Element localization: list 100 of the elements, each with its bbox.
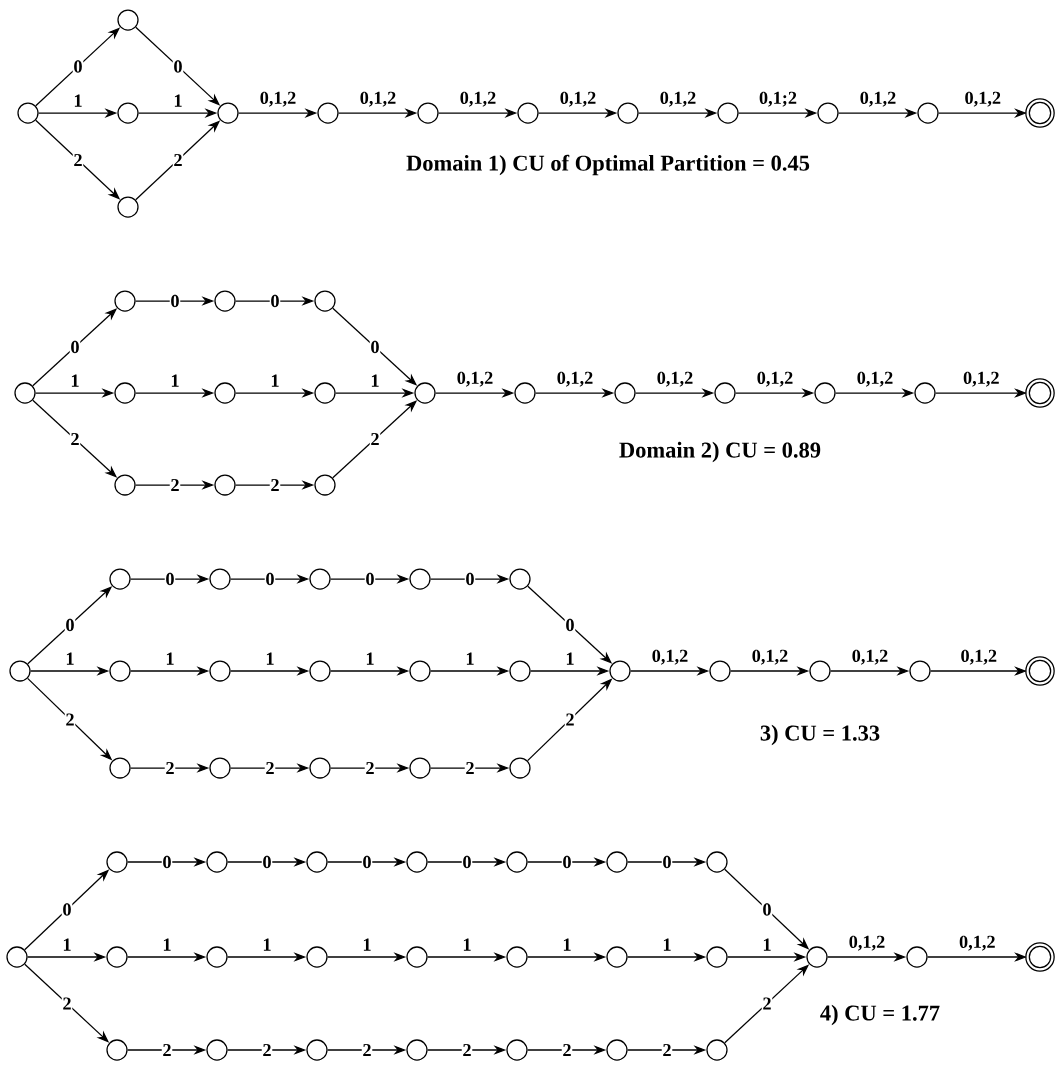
- edge-label: 1: [363, 938, 371, 951]
- state-circle: [506, 946, 528, 968]
- state-circle: [209, 660, 231, 682]
- state-circle: [314, 290, 336, 312]
- state-circle: [509, 568, 531, 590]
- edge-label: 2: [663, 1043, 671, 1057]
- state-circle: [517, 102, 539, 124]
- state-circle: [814, 382, 836, 404]
- edge-label: 0: [663, 855, 671, 869]
- edge-label: 1: [74, 94, 82, 107]
- state-circle: [406, 851, 428, 873]
- state-circle: [117, 196, 139, 218]
- state-circle: [206, 851, 228, 873]
- edge-label: 0: [163, 855, 171, 869]
- state-circle: [114, 382, 136, 404]
- state-circle: [106, 851, 128, 873]
- edge-label: 0: [71, 340, 79, 354]
- state-circle: [409, 660, 431, 682]
- edge-label: 0,1,2: [961, 649, 997, 665]
- edge-label: 1: [66, 652, 74, 665]
- state-circle: [409, 568, 431, 590]
- state-circle: [117, 9, 139, 31]
- edge-label: 1: [663, 938, 671, 951]
- state-circle: [309, 757, 331, 779]
- state-circle: [809, 660, 831, 682]
- edge-label: 2: [363, 1043, 371, 1057]
- edge-label: 0: [366, 572, 374, 586]
- state-circle: [106, 946, 128, 968]
- state-circle: [214, 382, 236, 404]
- state-circle: [9, 660, 31, 682]
- edge-label: 2: [66, 713, 74, 726]
- state-circle: [409, 757, 431, 779]
- edge-label: 2: [463, 1043, 471, 1057]
- edge-label: 1: [263, 938, 271, 951]
- state-circle: [309, 568, 331, 590]
- edge-label: 0: [266, 572, 274, 586]
- edge-label: 0: [363, 855, 371, 869]
- edge-label: 1: [466, 652, 474, 665]
- edge-label: 0: [563, 855, 571, 869]
- state-circle: [706, 851, 728, 873]
- state-circle: [817, 102, 839, 124]
- state-circle: [206, 1039, 228, 1061]
- edge-label: 2: [563, 1043, 571, 1057]
- edge-label: 0,1,2: [557, 371, 593, 387]
- edge-label: 2: [271, 478, 279, 492]
- state-circle: [706, 1039, 728, 1061]
- state-circle: [914, 382, 936, 404]
- edge-label: 0,1,2: [560, 91, 596, 107]
- state-circle: [606, 851, 628, 873]
- caption: Domain 2) CU = 0.89: [619, 441, 821, 463]
- edge-label: 0,1,2: [752, 649, 788, 665]
- edge-label: 0,1,2: [660, 91, 696, 107]
- state-circle: [214, 474, 236, 496]
- edge-label: 0,1,2: [360, 91, 396, 107]
- state-circle: [909, 660, 931, 682]
- caption: Domain 1) CU of Optimal Partition = 0.45: [406, 154, 810, 176]
- state-circle: [114, 474, 136, 496]
- edge-label: 0: [371, 340, 379, 354]
- edge-label: 0,1,2: [860, 91, 896, 107]
- edge-label: 0: [263, 855, 271, 869]
- edge-label: 0: [74, 60, 82, 73]
- edge-label: 1: [763, 938, 771, 951]
- state-circle: [109, 568, 131, 590]
- edge-label: 1: [71, 374, 79, 387]
- state-circle: [806, 946, 828, 968]
- state-circle: [306, 946, 328, 968]
- edge-label: 2: [371, 432, 379, 446]
- edge-label: 1: [566, 652, 574, 665]
- state-circle: [917, 102, 939, 124]
- edge-label: 0,1,2: [657, 371, 693, 387]
- state-circle: [506, 851, 528, 873]
- edge-label: 0,1,2: [852, 649, 888, 665]
- double-circle: [1025, 942, 1055, 972]
- edge-label: 1: [163, 938, 171, 951]
- state-circle: [214, 290, 236, 312]
- edge-label: 2: [71, 432, 79, 446]
- state-circle: [306, 851, 328, 873]
- edge-label: 0,1,2: [963, 371, 999, 387]
- edge-label: 2: [63, 997, 71, 1010]
- state-circle: [606, 1039, 628, 1061]
- edge-label: 1: [271, 374, 279, 387]
- state-circle: [617, 102, 639, 124]
- edge-label: 1: [174, 94, 182, 107]
- edge-label: 0: [171, 294, 179, 308]
- edge-label: 2: [166, 761, 174, 775]
- state-circle: [14, 382, 36, 404]
- edge-label: 1: [366, 652, 374, 665]
- edge-label: 0: [63, 903, 71, 916]
- state-circle: [506, 1039, 528, 1061]
- edge-label: 0: [174, 60, 182, 73]
- state-circle: [314, 382, 336, 404]
- edge-label: 1: [171, 374, 179, 387]
- edge-label: 0,1,2: [457, 371, 493, 387]
- state-circle: [217, 102, 239, 124]
- double-circle: [1025, 656, 1055, 686]
- edge-label: 2: [163, 1043, 171, 1057]
- state-circle: [309, 660, 331, 682]
- state-circle: [317, 102, 339, 124]
- state-circle: [106, 1039, 128, 1061]
- state-circle: [17, 102, 39, 124]
